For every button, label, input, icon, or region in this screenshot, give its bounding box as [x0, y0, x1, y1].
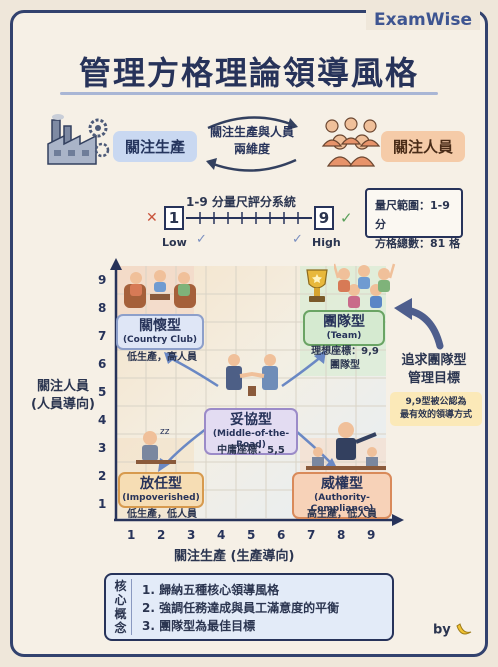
y-tick: 4	[98, 413, 107, 427]
middle-road-box: 妥協型 (Middle-of-the-Road)	[204, 408, 298, 455]
scale-title: 1-9 分量尺評分系統	[186, 195, 296, 209]
x-tick: 5	[247, 528, 256, 542]
impoverished-sub: (Impoverished)	[122, 493, 200, 503]
country-club-box: 關懷型 (Country Club)	[116, 314, 204, 350]
celebrating-team-icon	[334, 263, 396, 308]
team-name: 團隊型	[323, 314, 365, 330]
country-club-name: 關懷型	[139, 318, 181, 334]
x-tick: 3	[187, 528, 196, 542]
y-axis-label: 關注人員 (人員導向)	[28, 378, 98, 414]
cycle-arrows-icon	[206, 116, 298, 172]
y-tick: 7	[98, 329, 107, 343]
middle-road-desc: 中庸座標：5,5	[217, 445, 285, 456]
authority-name: 威權型	[321, 476, 363, 492]
x-axis-label: 關注生產 (生產導向)	[174, 549, 295, 564]
scale-range: 量尺範圍：1-9 分	[375, 199, 450, 231]
impoverished-box: 放任型 (Impoverished)	[118, 472, 204, 508]
y-tick: 6	[98, 357, 107, 371]
x-tick: 9	[367, 528, 376, 542]
concept-item: 1. 歸納五種核心領導風格	[142, 583, 280, 597]
middle-road-sub: (Middle-of-the-Road)	[212, 429, 290, 450]
country-club-desc: 低生產，高人員	[127, 352, 197, 363]
boss-pointing-icon	[306, 422, 386, 470]
goal-title-line1: 追求團隊型	[401, 353, 467, 368]
scale-high-box: 9	[314, 206, 334, 230]
goal-note-line1: 9,9型被公認為	[405, 397, 467, 407]
scale-info-box: 量尺範圍：1-9 分 方格總數：81 格	[365, 188, 463, 250]
impoverished-desc: 低生產，低人員	[127, 509, 197, 520]
scale-low-label: Low	[162, 236, 187, 249]
country-club-sub: (Country Club)	[122, 335, 198, 345]
x-tick: 1	[127, 528, 136, 542]
y-tick: 3	[98, 441, 107, 455]
impoverished-name: 放任型	[140, 476, 182, 492]
y-tick: 5	[98, 385, 107, 399]
sofa-people-icon	[124, 270, 196, 308]
check-icon: ✓	[196, 232, 207, 247]
scale-high-label: High	[312, 236, 341, 249]
scale-ruler	[186, 212, 312, 224]
y-axis-label-line2: (人員導向)	[31, 397, 95, 412]
x-tick: 4	[217, 528, 226, 542]
svg-text:zz: zz	[160, 427, 170, 437]
title-underline	[60, 92, 438, 95]
people-group-icon	[321, 117, 381, 167]
signature-text: by	[433, 622, 451, 638]
team-sub: (Team)	[326, 331, 362, 341]
goal-note: 9,9型被公認為 最有效的領導方式	[390, 392, 482, 426]
brand-logo: ExamWise	[366, 10, 480, 30]
x-tick: 2	[157, 528, 166, 542]
y-tick: 2	[98, 469, 107, 483]
concept-tag: 核心概念	[110, 579, 132, 635]
x-tick: 7	[307, 528, 316, 542]
goal-note-line2: 最有效的領導方式	[399, 410, 472, 420]
y-tick: 1	[98, 497, 107, 511]
authority-box: 威權型 (Authority-Compliance)	[292, 472, 392, 519]
authority-desc: 高生產，低人員	[307, 509, 377, 520]
check-icon: ✓	[340, 209, 353, 227]
people-pill: 關注人員	[381, 131, 466, 162]
goal-arrow-icon	[394, 298, 444, 350]
trophy-icon	[306, 269, 328, 302]
x-tick: 6	[277, 528, 286, 542]
goal-title: 追求團隊型 管理目標	[388, 352, 480, 388]
concept-item: 2. 強調任務達成與員工滿意度的平衡	[142, 601, 340, 615]
handshake-icon	[226, 354, 278, 396]
core-concept-box: 核心概念 1. 歸納五種核心領導風格 2. 強調任務達成與員工滿意度的平衡 3.…	[104, 573, 394, 641]
team-desc-2: 團隊型	[330, 360, 360, 371]
concept-list: 1. 歸納五種核心領導風格 2. 強調任務達成與員工滿意度的平衡 3. 團隊型為…	[142, 581, 339, 635]
scale-low-box: 1	[164, 206, 184, 230]
page-title: 管理方格理論領導風格	[78, 54, 419, 92]
check-icon: ✓	[292, 232, 303, 247]
dimension-note: 關注生產與人員兩維度	[209, 125, 294, 156]
production-pill: 關注生產	[113, 131, 198, 162]
goal-title-line2: 管理目標	[407, 371, 460, 386]
team-box: 團隊型 (Team)	[303, 310, 385, 346]
cross-icon: ✕	[146, 210, 158, 226]
y-tick: 9	[98, 273, 107, 287]
grid-total: 方格總數：81 格	[375, 237, 461, 250]
y-tick: 8	[98, 301, 107, 315]
bored-worker-icon: zz	[136, 427, 176, 464]
banana-icon	[456, 623, 472, 635]
concept-item: 3. 團隊型為最佳目標	[142, 619, 256, 633]
factory-icon	[47, 114, 110, 165]
signature: by	[433, 622, 473, 638]
middle-road-name: 妥協型	[230, 412, 272, 428]
team-desc-1: 理想座標：9,9	[311, 346, 379, 357]
x-tick: 8	[337, 528, 346, 542]
authority-sub: (Authority-Compliance)	[310, 493, 374, 514]
y-axis-label-line1: 關注人員	[36, 379, 89, 394]
